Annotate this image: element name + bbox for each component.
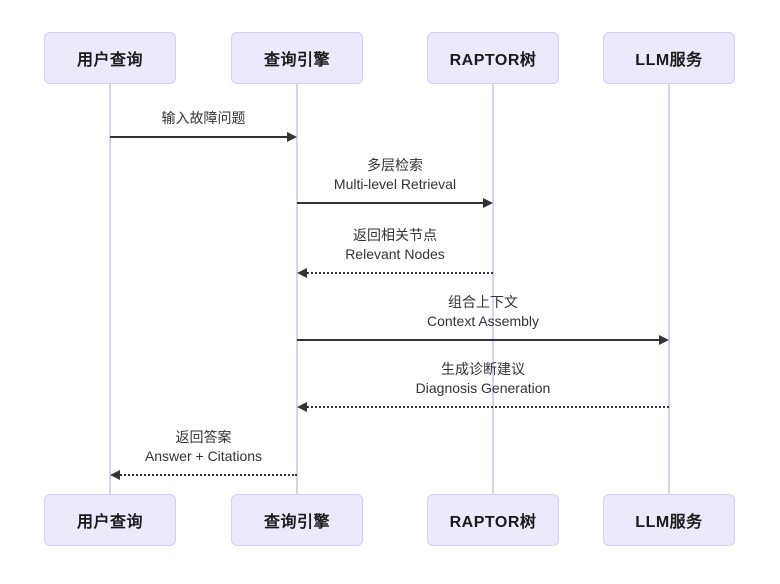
actor-label: LLM服务: [635, 514, 703, 531]
actor-user-query-top: 用户查询: [44, 32, 176, 84]
message-line: [110, 136, 290, 138]
actor-query-engine-bottom: 查询引擎: [231, 494, 363, 546]
message-line: [304, 272, 493, 274]
message-label: 返回相关节点 Relevant Nodes: [297, 226, 493, 264]
actor-user-query-bottom: 用户查询: [44, 494, 176, 546]
message-label-line: Answer + Citations: [144, 448, 263, 464]
actor-label: 查询引擎: [263, 52, 330, 69]
message-line: [304, 406, 669, 408]
message-line: [117, 474, 297, 476]
actor-query-engine-top: 查询引擎: [231, 32, 363, 84]
lifeline-user-query: [109, 84, 111, 494]
arrowhead-right-icon: [659, 335, 669, 345]
lifeline-query-engine: [296, 84, 298, 494]
message-label-line: 生成诊断建议: [441, 361, 525, 377]
message-label: 返回答案 Answer + Citations: [110, 428, 297, 466]
message-label: 输入故障问题: [110, 109, 297, 128]
message-label-line: Diagnosis Generation: [415, 380, 551, 396]
arrowhead-right-icon: [483, 198, 493, 208]
actor-llm-service-bottom: LLM服务: [603, 494, 735, 546]
message-line: [297, 339, 662, 341]
lifeline-llm-service: [668, 84, 670, 494]
actor-label: LLM服务: [635, 52, 703, 69]
message-label-line: 多层检索: [367, 157, 423, 173]
actor-llm-service-top: LLM服务: [603, 32, 735, 84]
actor-label: RAPTOR树: [449, 514, 537, 531]
message-label: 生成诊断建议 Diagnosis Generation: [297, 360, 669, 398]
message-label-line: 返回答案: [175, 429, 232, 445]
message-label-line: 输入故障问题: [161, 110, 246, 126]
arrowhead-right-icon: [287, 132, 297, 142]
actor-label: RAPTOR树: [449, 52, 537, 69]
lifeline-raptor-tree: [492, 84, 494, 494]
actor-raptor-tree-bottom: RAPTOR树: [427, 494, 559, 546]
message-label: 组合上下文 Context Assembly: [297, 293, 669, 331]
arrowhead-left-icon: [297, 402, 307, 412]
actor-raptor-tree-top: RAPTOR树: [427, 32, 559, 84]
message-label: 多层检索 Multi-level Retrieval: [297, 156, 493, 194]
actor-label: 查询引擎: [263, 514, 330, 531]
actor-label: 用户查询: [76, 52, 143, 69]
message-label-line: Context Assembly: [426, 313, 540, 329]
message-label-line: Relevant Nodes: [345, 246, 445, 262]
actor-label: 用户查询: [76, 514, 143, 531]
message-label-line: 返回相关节点: [353, 227, 437, 243]
arrowhead-left-icon: [297, 268, 307, 278]
message-label-line: 组合上下文: [448, 294, 518, 310]
message-line: [297, 202, 486, 204]
arrowhead-left-icon: [110, 470, 120, 480]
message-label-line: Multi-level Retrieval: [333, 176, 457, 192]
